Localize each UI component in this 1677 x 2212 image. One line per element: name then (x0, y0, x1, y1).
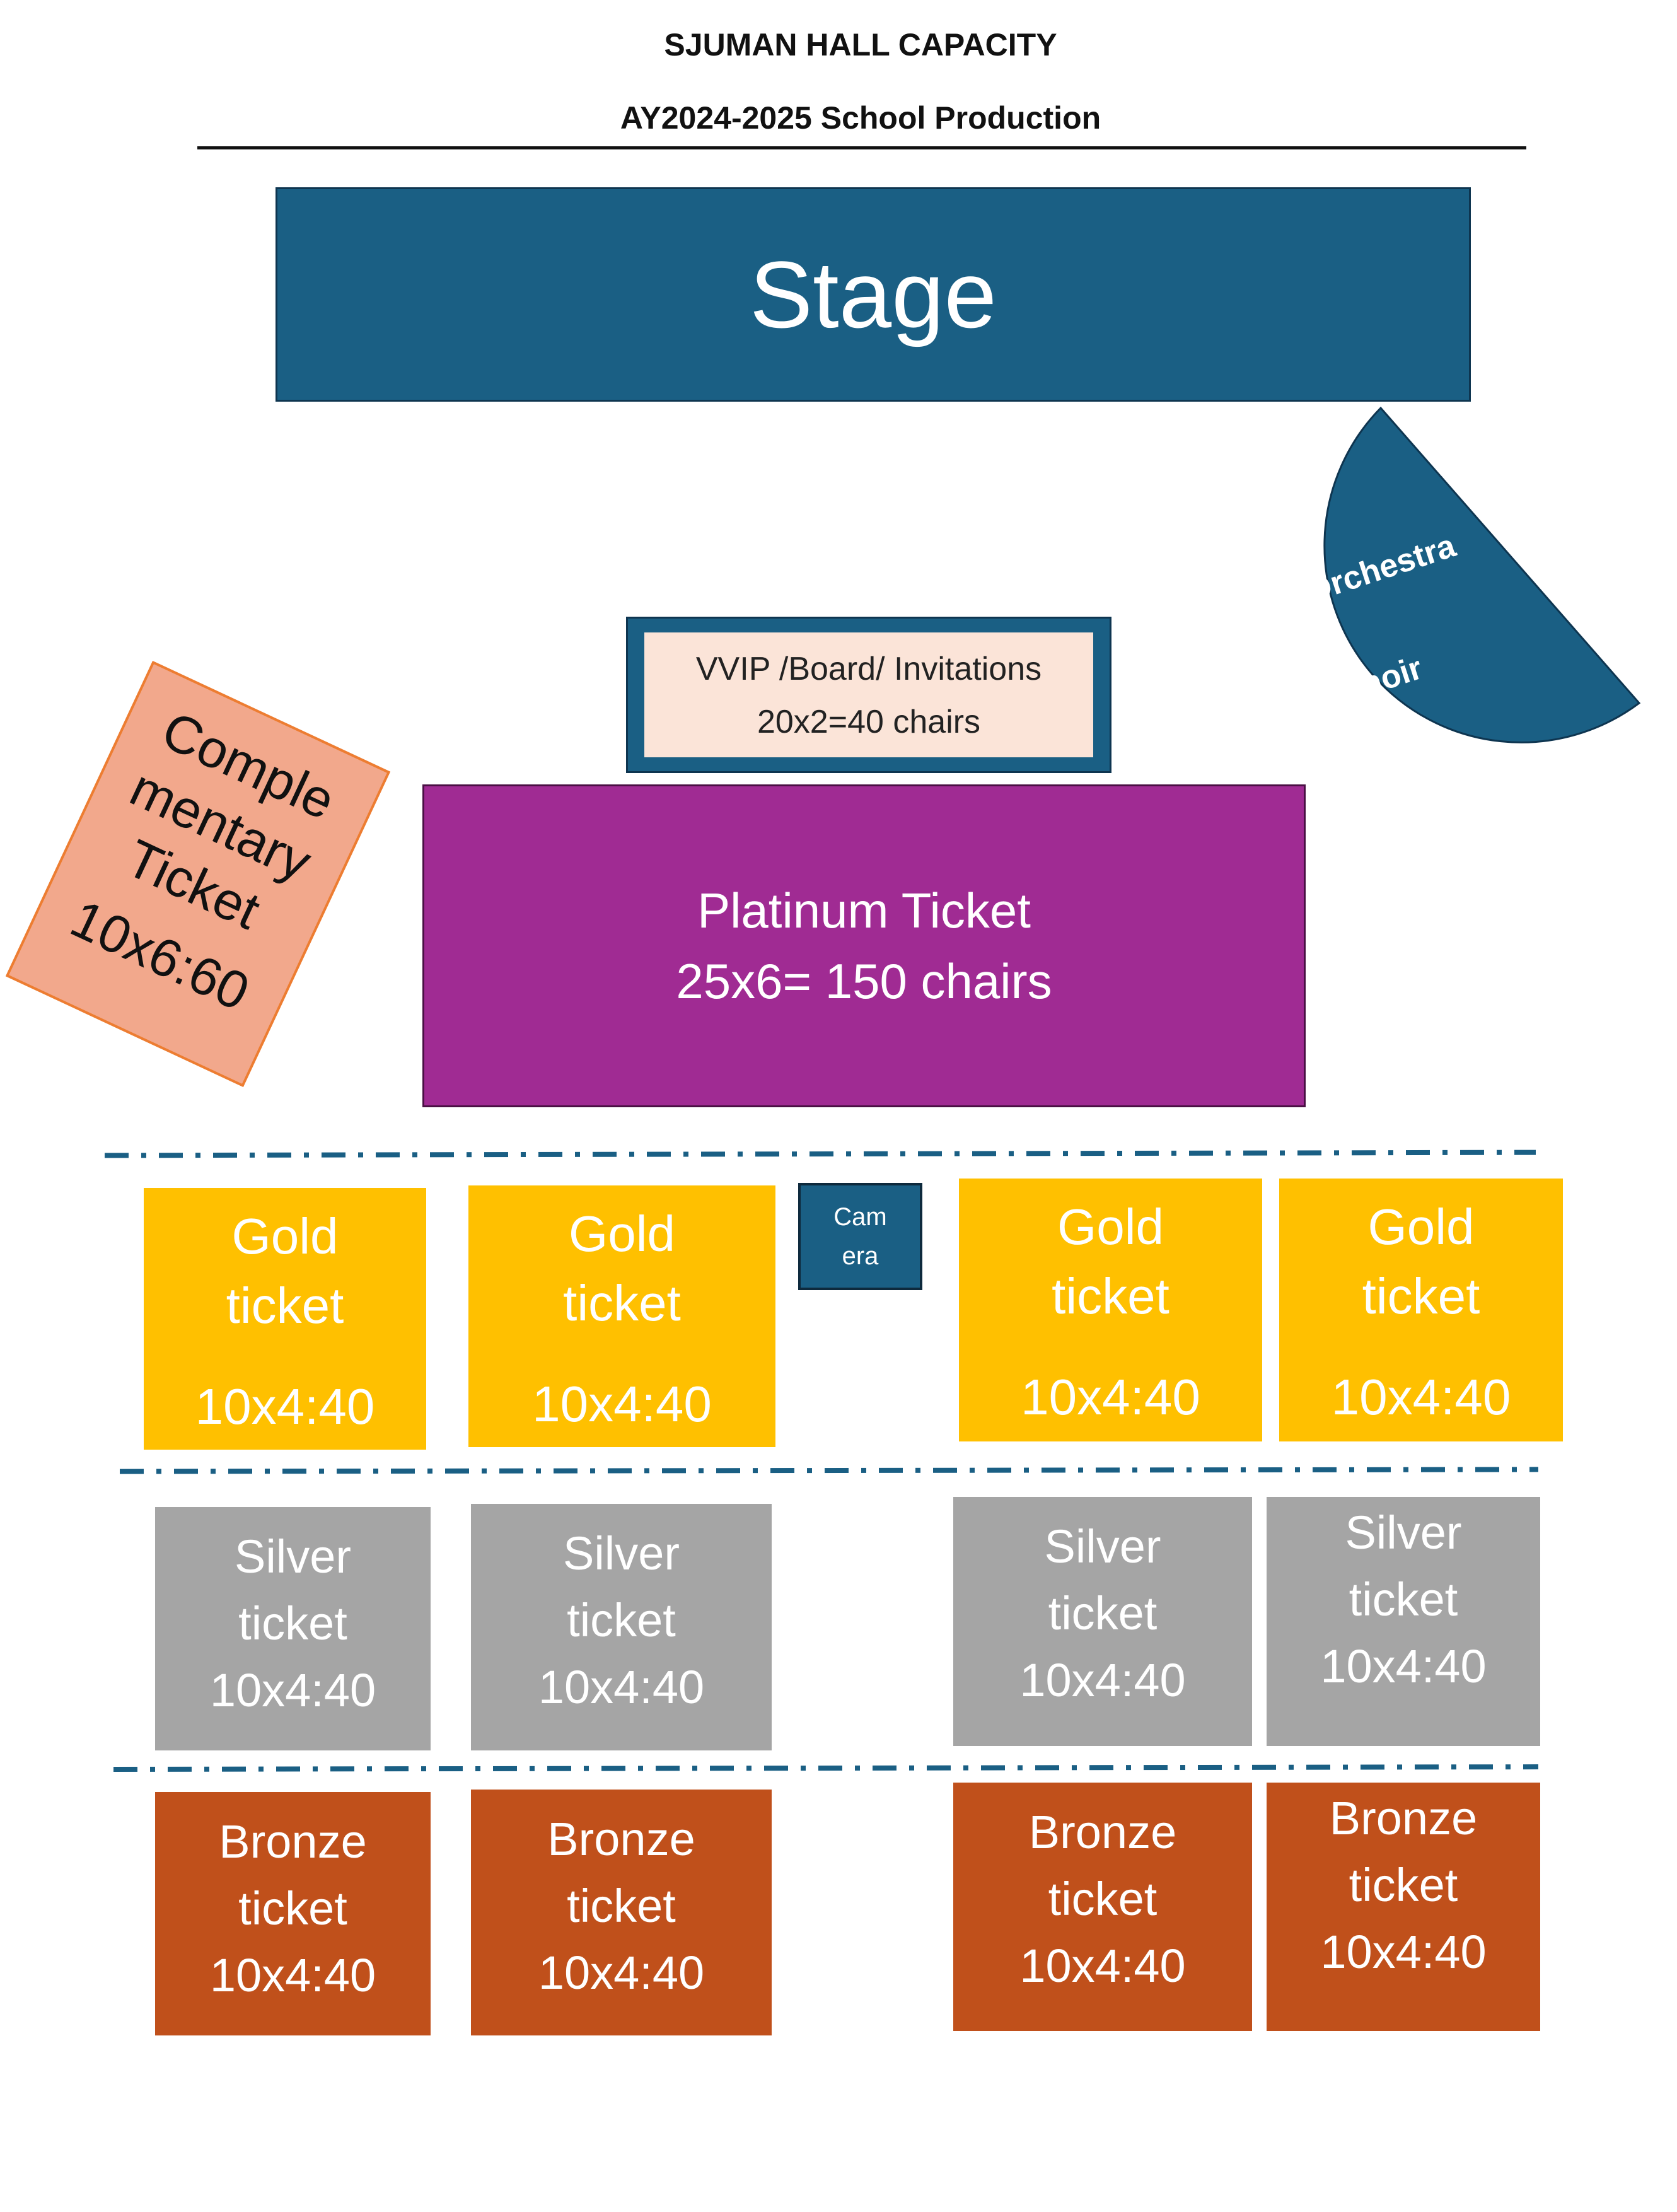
bronze-capacity: 10x4:40 (209, 1949, 376, 2001)
platinum-label: Platinum Ticket (697, 883, 1031, 938)
gold-capacity: 10x4:40 (532, 1376, 712, 1432)
stage-label: Stage (750, 241, 997, 347)
vvip-section: VVIP /Board/ Invitations 20x2=40 chairs (626, 617, 1111, 773)
bronze-capacity: 10x4:40 (1320, 1926, 1487, 1978)
silver-capacity: 10x4:40 (538, 1661, 705, 1713)
platinum-capacity: 25x6= 150 chairs (676, 953, 1052, 1009)
vvip-capacity: 20x2=40 chairs (757, 704, 981, 740)
orchestra-semicircle (1323, 406, 1641, 743)
silver-capacity: 10x4:40 (1320, 1640, 1487, 1692)
gold-capacity: 10x4:40 (1331, 1369, 1511, 1425)
silver-capacity: 10x4:40 (209, 1664, 376, 1716)
page-title: SJUMAN HALL CAPACITY (664, 27, 1057, 62)
page-subtitle: AY2024-2025 School Production (620, 100, 1101, 136)
vvip-label: VVIP /Board/ Invitations (695, 651, 1042, 687)
gold-capacity: 10x4:40 (1021, 1369, 1200, 1425)
silver-capacity: 10x4:40 (1019, 1654, 1186, 1706)
platinum-ticket-section: Platinum Ticket 25x6= 150 chairs (422, 784, 1306, 1107)
vvip-label-box: VVIP /Board/ Invitations 20x2=40 chairs (644, 632, 1093, 757)
bronze-capacity: 10x4:40 (1019, 1940, 1186, 1992)
stage-area: Stage (276, 187, 1471, 402)
bronze-capacity: 10x4:40 (538, 1947, 705, 1999)
camera-position: Cam era (798, 1183, 922, 1290)
title-underline (197, 146, 1526, 149)
gold-capacity: 10x4:40 (195, 1378, 375, 1435)
